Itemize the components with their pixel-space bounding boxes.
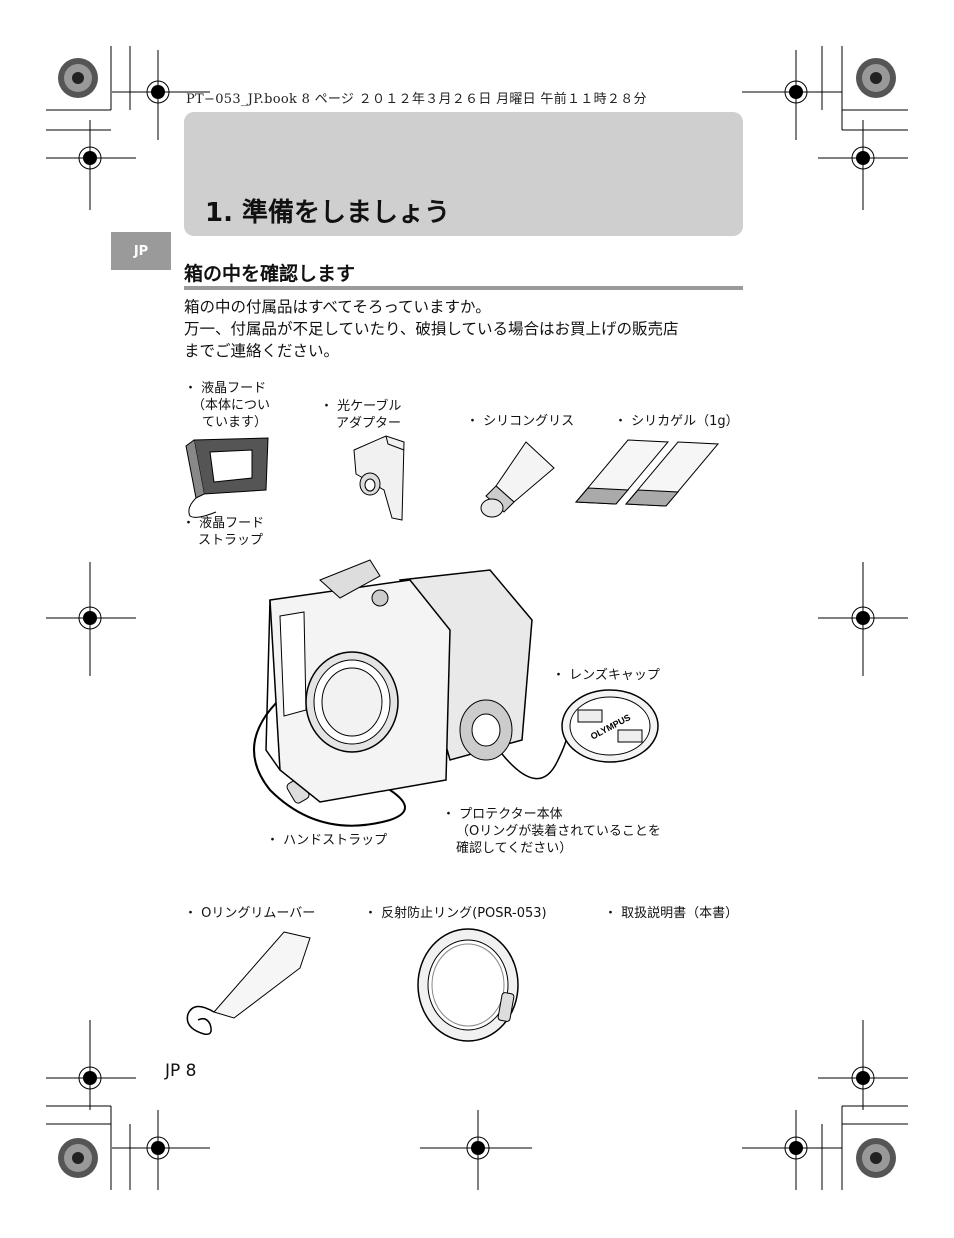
- body-paragraph-2: 万一、付属品が不足していたり、破損している場合はお買上げの販売店: [184, 320, 679, 338]
- section-heading: 箱の中を確認します: [184, 263, 356, 285]
- language-tab: JP: [111, 232, 171, 270]
- label-silica-gel: ・ シリカゲル（1g）: [614, 414, 739, 429]
- silica-gel-illustration: [574, 439, 720, 507]
- label-line: （Oリングが装着されていることを: [456, 824, 661, 839]
- body-paragraph-1: 箱の中の付属品はすべてそろっていますか。: [184, 298, 491, 316]
- label-instruction-manual: ・ 取扱説明書（本書）: [604, 906, 739, 921]
- label-o-ring-remover: ・ Oリングリムーバー: [184, 906, 316, 921]
- label-line: ・ 光ケーブル: [320, 399, 402, 414]
- label-line: ています）: [202, 415, 268, 430]
- label-lcd-hood: ・ 液晶フード （本体につい ています）: [184, 380, 270, 431]
- section-divider: [184, 286, 743, 290]
- label-lens-cap: ・ レンズキャップ: [552, 668, 660, 683]
- section-body: 箱の中の付属品はすべてそろっていますか。 万一、付属品が不足していたり、破損して…: [184, 296, 754, 362]
- label-line: （本体につい: [192, 398, 271, 413]
- protector-housing-illustration: OLYMPUS: [253, 559, 659, 827]
- page-number: JP 8: [165, 1061, 197, 1081]
- label-anti-reflection-ring: ・ 反射防止リング(POSR-053): [364, 906, 547, 921]
- chapter-title-box: [184, 112, 743, 236]
- print-header: PT−053_JP.book 8 ページ ２０１２年３月２６日 月曜日 午前１１…: [186, 92, 647, 107]
- chapter-title: 1. 準備をしましょう: [205, 198, 451, 228]
- o-ring-remover-illustration: [186, 931, 311, 1036]
- body-paragraph-3: までご連絡ください。: [184, 342, 340, 360]
- label-line: 確認してください）: [456, 841, 573, 856]
- anti-reflection-ring-illustration: [417, 928, 519, 1042]
- silicone-grease-illustration: [480, 441, 555, 518]
- label-line: アダプター: [336, 416, 402, 431]
- optical-adapter-illustration: [353, 435, 405, 521]
- label-hand-strap: ・ ハンドストラップ: [266, 833, 388, 848]
- label-protector-body: ・ プロテクター本体 （Oリングが装着されていることを 確認してください）: [442, 806, 661, 857]
- label-optical-cable-adapter: ・ 光ケーブル アダプター: [320, 398, 401, 432]
- label-silicone-grease: ・ シリコングリス: [466, 414, 575, 429]
- label-line: ・ プロテクター本体: [442, 807, 563, 822]
- label-line: ・ 液晶フード: [184, 381, 267, 396]
- label-line: ストラップ: [198, 533, 264, 548]
- lcd-hood-illustration: [185, 437, 269, 518]
- label-lcd-hood-strap: ・ 液晶フード ストラップ: [182, 515, 264, 549]
- label-line: ・ 液晶フード: [182, 516, 265, 531]
